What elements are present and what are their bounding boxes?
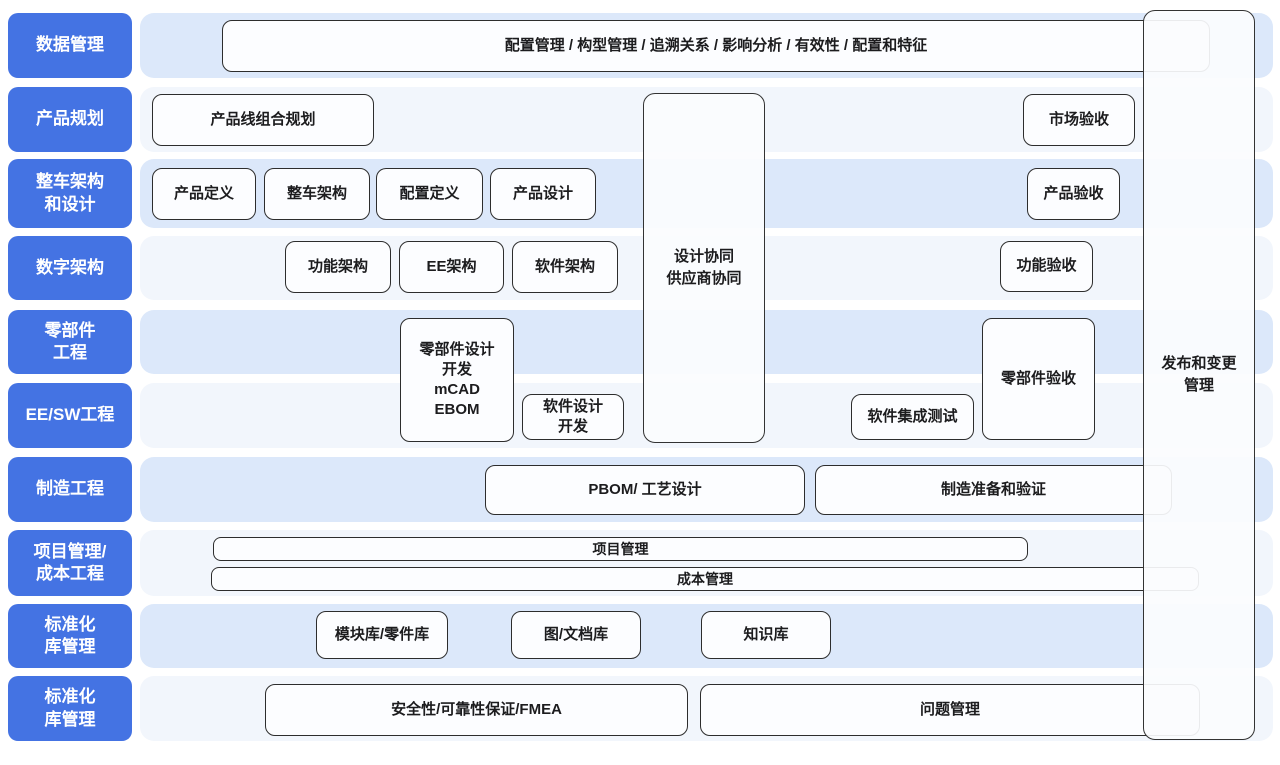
box-issue-mgmt: 问题管理: [700, 684, 1200, 736]
box-knowledge-library: 知识库: [701, 611, 831, 659]
box-pbom-process-design: PBOM/ 工艺设计: [485, 465, 805, 515]
box-software-architecture: 软件架构: [512, 241, 618, 293]
sidebar-label-parts-eng: 零部件 工程: [8, 310, 132, 374]
box-parts-design: 零部件设计 开发 mCAD EBOM: [400, 318, 514, 442]
box-config-definition: 配置定义: [376, 168, 483, 220]
sidebar-label-digital-arch: 数字架构: [8, 236, 132, 300]
sidebar-label-data-mgmt: 数据管理: [8, 13, 132, 78]
box-product-line-planning: 产品线组合规划: [152, 94, 374, 146]
box-market-acceptance: 市场验收: [1023, 94, 1135, 146]
sidebar-label-product-planning: 产品规划: [8, 87, 132, 152]
box-ee-architecture: EE架构: [399, 241, 504, 293]
box-parts-acceptance: 零部件验收: [982, 318, 1095, 440]
box-module-parts-library: 模块库/零件库: [316, 611, 448, 659]
sidebar-label-std-library-2: 标准化 库管理: [8, 676, 132, 741]
box-vehicle-architecture: 整车架构: [264, 168, 370, 220]
box-cost-mgmt: 成本管理: [211, 567, 1199, 591]
box-safety-reliability-fmea: 安全性/可靠性保证/FMEA: [265, 684, 688, 736]
box-software-design: 软件设计 开发: [522, 394, 624, 440]
sidebar-label-project-cost: 项目管理/ 成本工程: [8, 530, 132, 596]
box-software-integration-test: 软件集成测试: [851, 394, 974, 440]
box-product-design: 产品设计: [490, 168, 596, 220]
overlay-design-collaboration: 设计协同 供应商协同: [643, 93, 765, 443]
box-drawing-document-library: 图/文档库: [511, 611, 641, 659]
sidebar-label-manufacturing: 制造工程: [8, 457, 132, 522]
sidebar-label-vehicle-arch: 整车架构 和设计: [8, 159, 132, 228]
box-data-mgmt-bar: 配置管理 / 构型管理 / 追溯关系 / 影响分析 / 有效性 / 配置和特征: [222, 20, 1210, 72]
box-product-acceptance: 产品验收: [1027, 168, 1120, 220]
box-function-acceptance: 功能验收: [1000, 241, 1093, 292]
overlay-release-change-mgmt: 发布和变更 管理: [1143, 10, 1255, 740]
sidebar-label-std-library-1: 标准化 库管理: [8, 604, 132, 668]
box-manufacturing-preparation: 制造准备和验证: [815, 465, 1172, 515]
box-product-definition: 产品定义: [152, 168, 256, 220]
box-project-mgmt: 项目管理: [213, 537, 1028, 561]
sidebar-label-ee-sw-eng: EE/SW工程: [8, 383, 132, 448]
box-function-architecture: 功能架构: [285, 241, 391, 293]
